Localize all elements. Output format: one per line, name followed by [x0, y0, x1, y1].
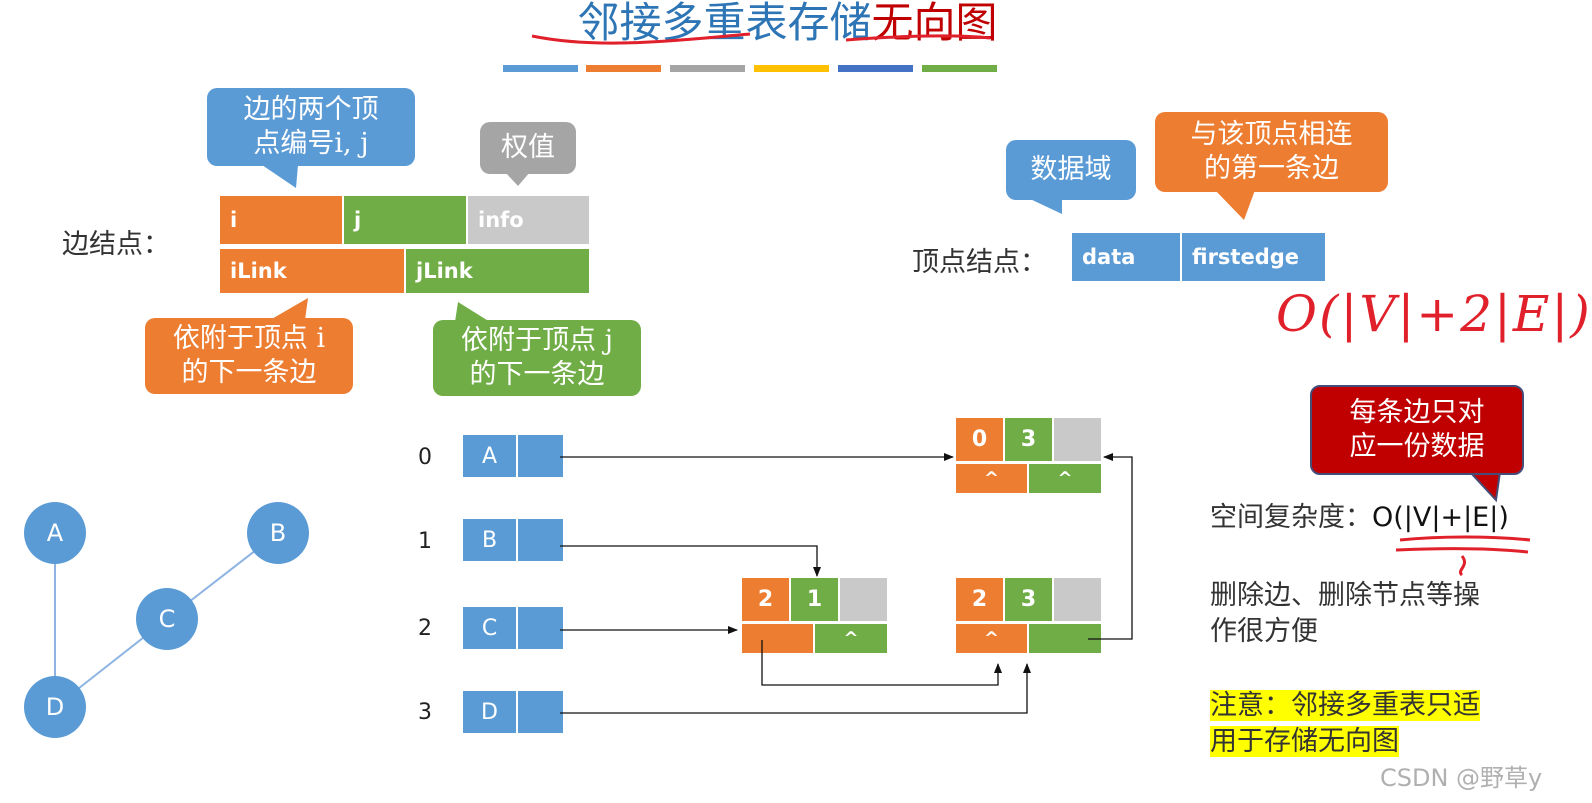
edge-info: [1053, 577, 1102, 622]
vertex-index: 0: [418, 445, 432, 470]
complexity-underline: [1395, 535, 1531, 554]
color-bar-orange: [586, 65, 661, 72]
edge-i: 2: [741, 577, 790, 622]
edge-ilink: ^: [955, 623, 1028, 654]
complexity-value: O(|V|+|E|): [1372, 502, 1509, 533]
field-ilink: iLink: [219, 248, 405, 294]
edge-jlink: ^: [814, 623, 888, 654]
callout-tail: [455, 302, 490, 322]
field-i: i: [219, 195, 343, 245]
vertex-data: B: [462, 518, 517, 562]
pointer-arrow: [560, 545, 821, 577]
edge-j: 1: [790, 577, 839, 622]
callout-jlink: 依附于顶点 j 的下一条边: [433, 320, 641, 396]
edge-node-label: 边结点：: [62, 229, 170, 260]
ease-text: 删除边、删除节点等操 作很方便: [1210, 580, 1480, 647]
vertex-firstedge: [517, 690, 564, 734]
callout-tail: [1215, 190, 1255, 220]
vertex-data: D: [462, 690, 517, 734]
callout-tail: [262, 165, 298, 188]
field-info: info: [467, 195, 590, 245]
handwritten-note: O(|V|+2|E|): [1276, 285, 1592, 343]
color-bar-blue: [503, 65, 578, 72]
vertex-firstedge: [517, 606, 564, 650]
title-part-2: 无向图: [871, 0, 998, 47]
edge-ilink: ^: [955, 463, 1028, 494]
complexity-label: 空间复杂度：: [1210, 502, 1372, 533]
edge-jlink: ^: [1028, 463, 1102, 494]
edge-ilink: [741, 623, 814, 654]
complexity-underline: [1459, 555, 1467, 577]
graph-node: D: [24, 676, 86, 738]
field-jlink: jLink: [405, 248, 590, 294]
graph-node: B: [247, 502, 309, 564]
title-underline: [845, 34, 991, 42]
edge-info: [1053, 417, 1102, 462]
edge-i: 2: [955, 577, 1004, 622]
field-data: data: [1071, 232, 1181, 282]
pointer-arrow: [761, 640, 1002, 686]
vertex-index: 3: [418, 700, 432, 725]
note-text: 注意：邻接多重表只适 用于存储无向图: [1210, 688, 1480, 760]
callout-ilink: 依附于顶点 i 的下一条边: [145, 318, 353, 394]
field-j: j: [343, 195, 467, 245]
vertex-index: 1: [418, 529, 432, 554]
callout-firstedge: 与该顶点相连 的第一条边: [1155, 112, 1388, 192]
callout-tail: [270, 298, 308, 320]
callout-tail: [1467, 471, 1502, 503]
title-underline: [531, 32, 751, 45]
callout-data: 数据域: [1006, 140, 1136, 200]
callout-tail: [505, 172, 530, 186]
title-part-1: 邻接多重表存储: [577, 0, 872, 47]
vertex-data: C: [462, 606, 517, 650]
page-title: 邻接多重表存储无向图: [0, 0, 1575, 50]
pointer-arrow: [560, 663, 1031, 714]
edge-j: 3: [1004, 417, 1053, 462]
callout-weight: 权值: [480, 122, 576, 174]
vertex-node-label: 顶点结点：: [912, 247, 1047, 278]
color-bar-yellow: [754, 65, 829, 72]
space-complexity: 空间复杂度：O(|V|+|E|): [1210, 500, 1509, 536]
vertex-firstedge: [517, 434, 564, 478]
vertex-data: A: [462, 434, 517, 478]
callout-unique-data: 每条边只对 应一份数据: [1310, 385, 1524, 475]
graph-node: A: [24, 502, 86, 564]
callout-tail: [1028, 198, 1062, 214]
edge-j: 3: [1004, 577, 1053, 622]
watermark: CSDN @野草y: [1380, 764, 1543, 792]
edge-info: [839, 577, 888, 622]
callout-vertices: 边的两个顶 点编号i, j: [207, 88, 415, 166]
pointer-arrow: [1088, 453, 1133, 640]
field-firstedge: firstedge: [1181, 232, 1326, 282]
graph-node: C: [136, 588, 198, 650]
vertex-index: 2: [418, 616, 432, 641]
color-bar-gray: [670, 65, 745, 72]
vertex-firstedge: [517, 518, 564, 562]
note-highlight: 注意：邻接多重表只适 用于存储无向图: [1210, 690, 1480, 757]
color-bar-green: [922, 65, 997, 72]
edge-i: 0: [955, 417, 1004, 462]
color-bar-darkblue: [838, 65, 913, 72]
